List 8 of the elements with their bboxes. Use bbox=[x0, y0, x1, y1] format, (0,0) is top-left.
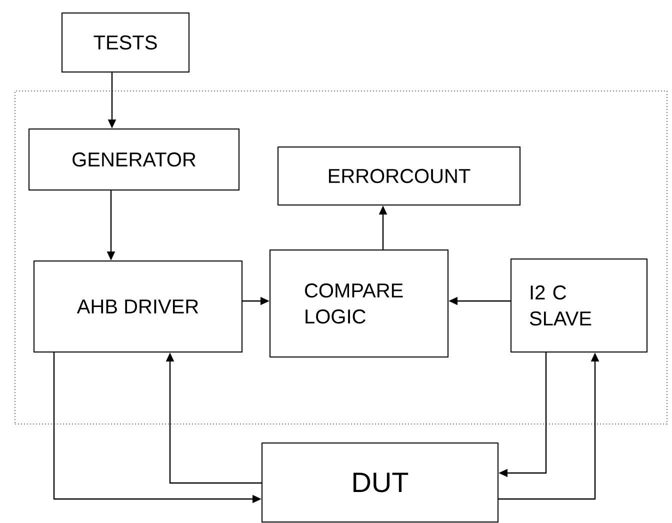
block-box: GENERATOR bbox=[28, 128, 240, 190]
block-box: TESTS bbox=[62, 12, 190, 72]
block-box: ERRORCOUNT bbox=[278, 146, 520, 206]
block-box: DUT bbox=[262, 442, 498, 522]
block-box: AHB DRIVER bbox=[34, 260, 242, 352]
block-box: I2 C SLAVE bbox=[510, 258, 648, 352]
dotted-frame bbox=[14, 90, 668, 424]
block-box: COMPARE LOGIC bbox=[270, 250, 448, 358]
